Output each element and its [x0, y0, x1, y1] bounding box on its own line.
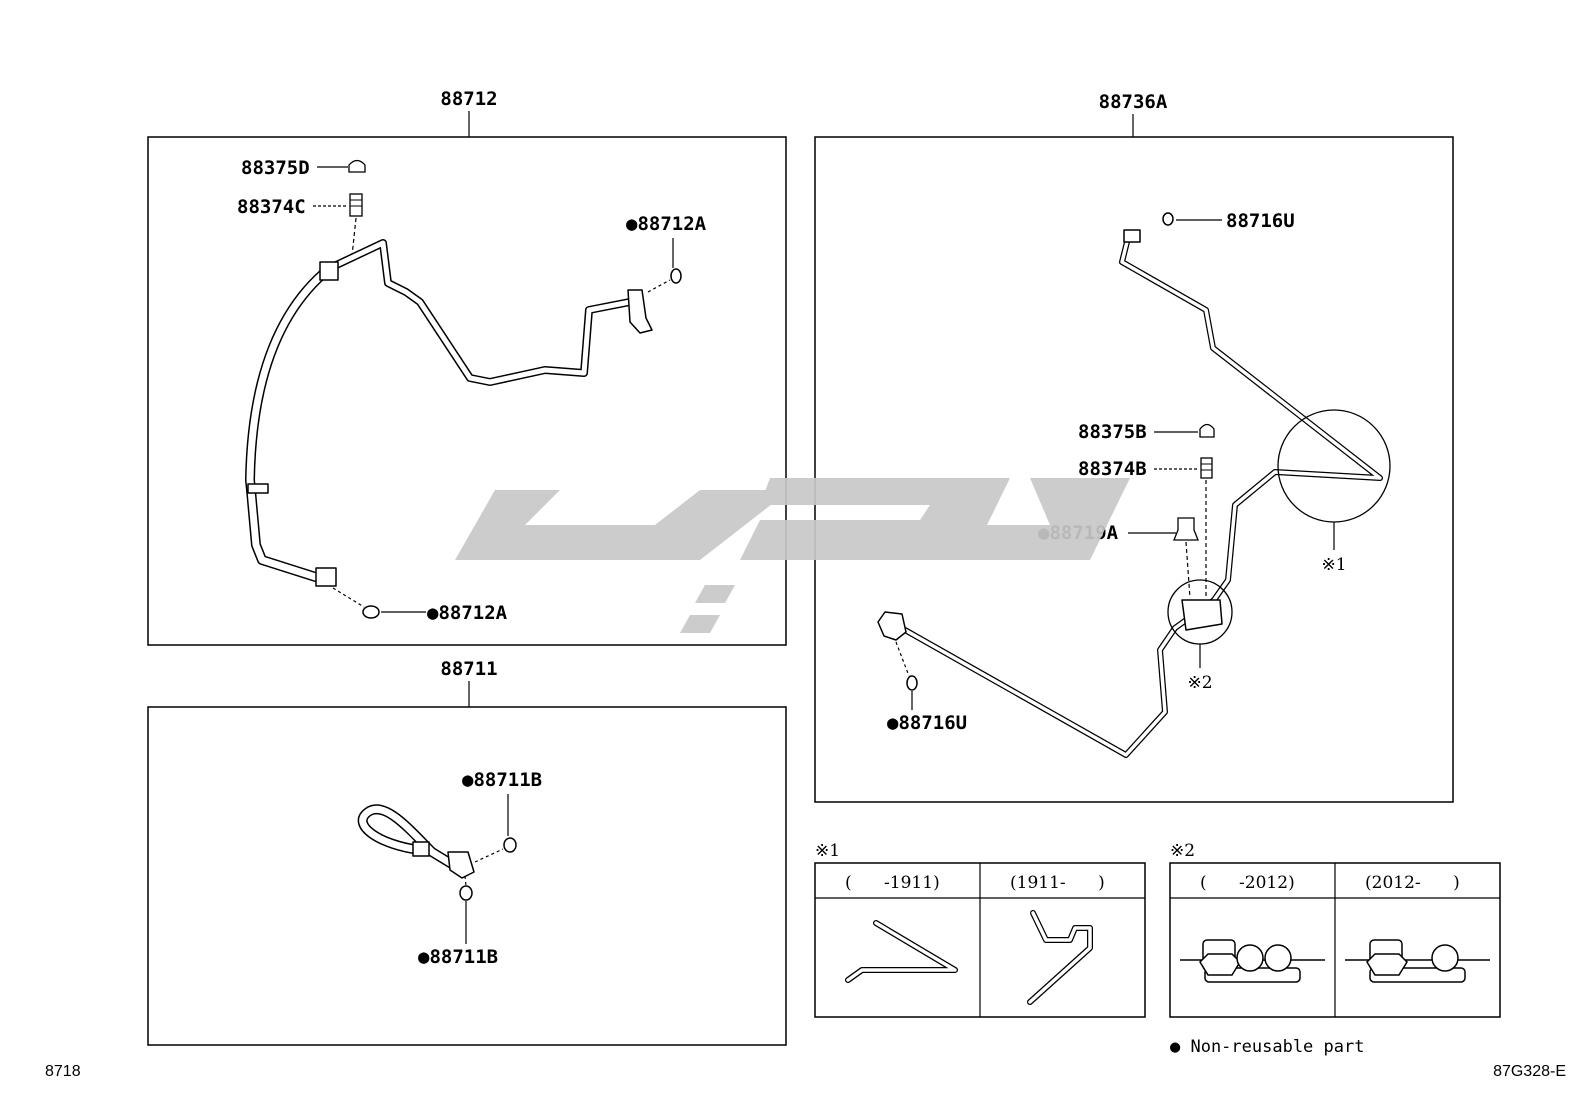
o-ring-icon[interactable]: [503, 837, 517, 853]
install-line-88711-a: [474, 848, 504, 863]
install-line-88719A: [1185, 541, 1191, 599]
discharge-hose-88712[interactable]: [245, 239, 653, 587]
install-line-valve: [351, 217, 357, 257]
detail-table-2: ※2 ( -2012) (2012- ): [1169, 841, 1501, 1018]
label-88375D[interactable]: 88375D: [241, 157, 310, 179]
detail-table-1-mark[interactable]: ※1: [815, 841, 840, 861]
label-88374B[interactable]: 88374B: [1078, 458, 1147, 480]
o-ring-icon[interactable]: [362, 605, 380, 619]
panel-88736A-frame: [814, 136, 1454, 803]
detail-table-1: ※1 ( -1911) (1911- ): [814, 841, 1146, 1018]
detail-table-2-col-2[interactable]: (2012- ): [1365, 873, 1460, 893]
detail-table-1-col-2[interactable]: (1911- ): [1010, 873, 1105, 893]
label-88712A-bottom[interactable]: ●88712A: [427, 602, 508, 624]
label-88716U-top[interactable]: 88716U: [1226, 210, 1295, 232]
valve-core-icon[interactable]: [349, 193, 363, 217]
liquid-tube-88736A[interactable]: [877, 229, 1383, 758]
panel-88711-frame: [147, 706, 787, 1046]
detail-ref-1[interactable]: ※1: [1321, 555, 1346, 575]
detail-ref-2[interactable]: ※2: [1187, 673, 1212, 693]
install-line-88711-b: [464, 875, 467, 887]
panel-88712-frame: [147, 136, 787, 646]
footer-figure-code: 87G328-E: [1493, 1063, 1566, 1080]
service-block-old: [1180, 939, 1325, 983]
detail-table-2-mark[interactable]: ※2: [1170, 841, 1195, 861]
panel-88711-title[interactable]: 88711: [440, 658, 497, 680]
switch-icon[interactable]: [1173, 517, 1199, 541]
label-88711B-top[interactable]: ●88711B: [462, 769, 542, 791]
label-88712A-top[interactable]: ●88712A: [626, 213, 707, 235]
panel-88712-title[interactable]: 88712: [440, 88, 497, 110]
service-block-new: [1345, 939, 1490, 983]
o-ring-icon[interactable]: [670, 268, 682, 284]
legend-non-reusable[interactable]: ● Non-reusable part: [1170, 1037, 1364, 1057]
detail-circle-1[interactable]: [1277, 409, 1391, 523]
label-88711B-bottom[interactable]: ●88711B: [418, 946, 498, 968]
label-88374C[interactable]: 88374C: [237, 196, 306, 218]
panel-88736A-title[interactable]: 88736A: [1099, 91, 1168, 113]
cap-icon[interactable]: [1199, 423, 1215, 438]
panel-88736A: 88736A 88716U 88375B 88374B ●88719A ※1 ※…: [814, 91, 1454, 803]
o-ring-icon[interactable]: [1162, 212, 1174, 226]
detail-table-2-col-1[interactable]: ( -2012): [1200, 873, 1295, 893]
label-88375B[interactable]: 88375B: [1078, 421, 1147, 443]
label-88716U-bottom[interactable]: ●88716U: [887, 712, 967, 734]
panel-88712: 88712 88375D 88374C ●88712A ●88712A: [147, 88, 787, 646]
watermark-logo: [455, 478, 1130, 633]
suction-hose-88711[interactable]: [357, 804, 475, 879]
footer-page-code: 8718: [45, 1063, 81, 1080]
detail-table-1-col-1[interactable]: ( -1911): [845, 873, 940, 893]
panel-88711: 88711 ●88711B ●88711B: [147, 658, 787, 1046]
install-line-oring-bottom: [332, 587, 365, 608]
o-ring-icon[interactable]: [906, 675, 918, 691]
valve-core-icon[interactable]: [1200, 457, 1213, 479]
install-line-oring-top: [647, 279, 671, 293]
o-ring-icon[interactable]: [459, 885, 473, 901]
install-line-88716U-bottom: [895, 641, 910, 677]
cap-icon[interactable]: [348, 159, 366, 173]
